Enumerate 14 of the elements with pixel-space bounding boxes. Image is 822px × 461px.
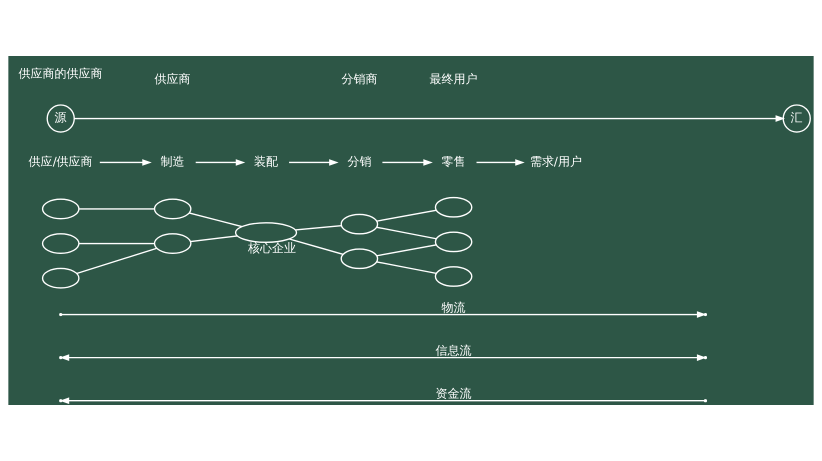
node-text: 分销 — [347, 154, 372, 169]
label: 资金流 — [436, 386, 472, 400]
label: 最终用户 — [430, 72, 478, 86]
node-text: 需求/用户 — [530, 154, 582, 169]
label: 信息流 — [436, 343, 472, 358]
label: 物流 — [442, 300, 466, 314]
node-text: 零售 — [442, 154, 466, 169]
node-label: 核心企业 — [248, 240, 296, 255]
label: 分销商 — [341, 72, 378, 86]
label: 供应商 — [154, 72, 191, 86]
node-text: 制造 — [160, 154, 185, 169]
label: 供应商的供应商 — [18, 66, 103, 81]
node-text: 供应/供应商 — [28, 154, 93, 169]
node-text: 装配 — [254, 154, 278, 169]
